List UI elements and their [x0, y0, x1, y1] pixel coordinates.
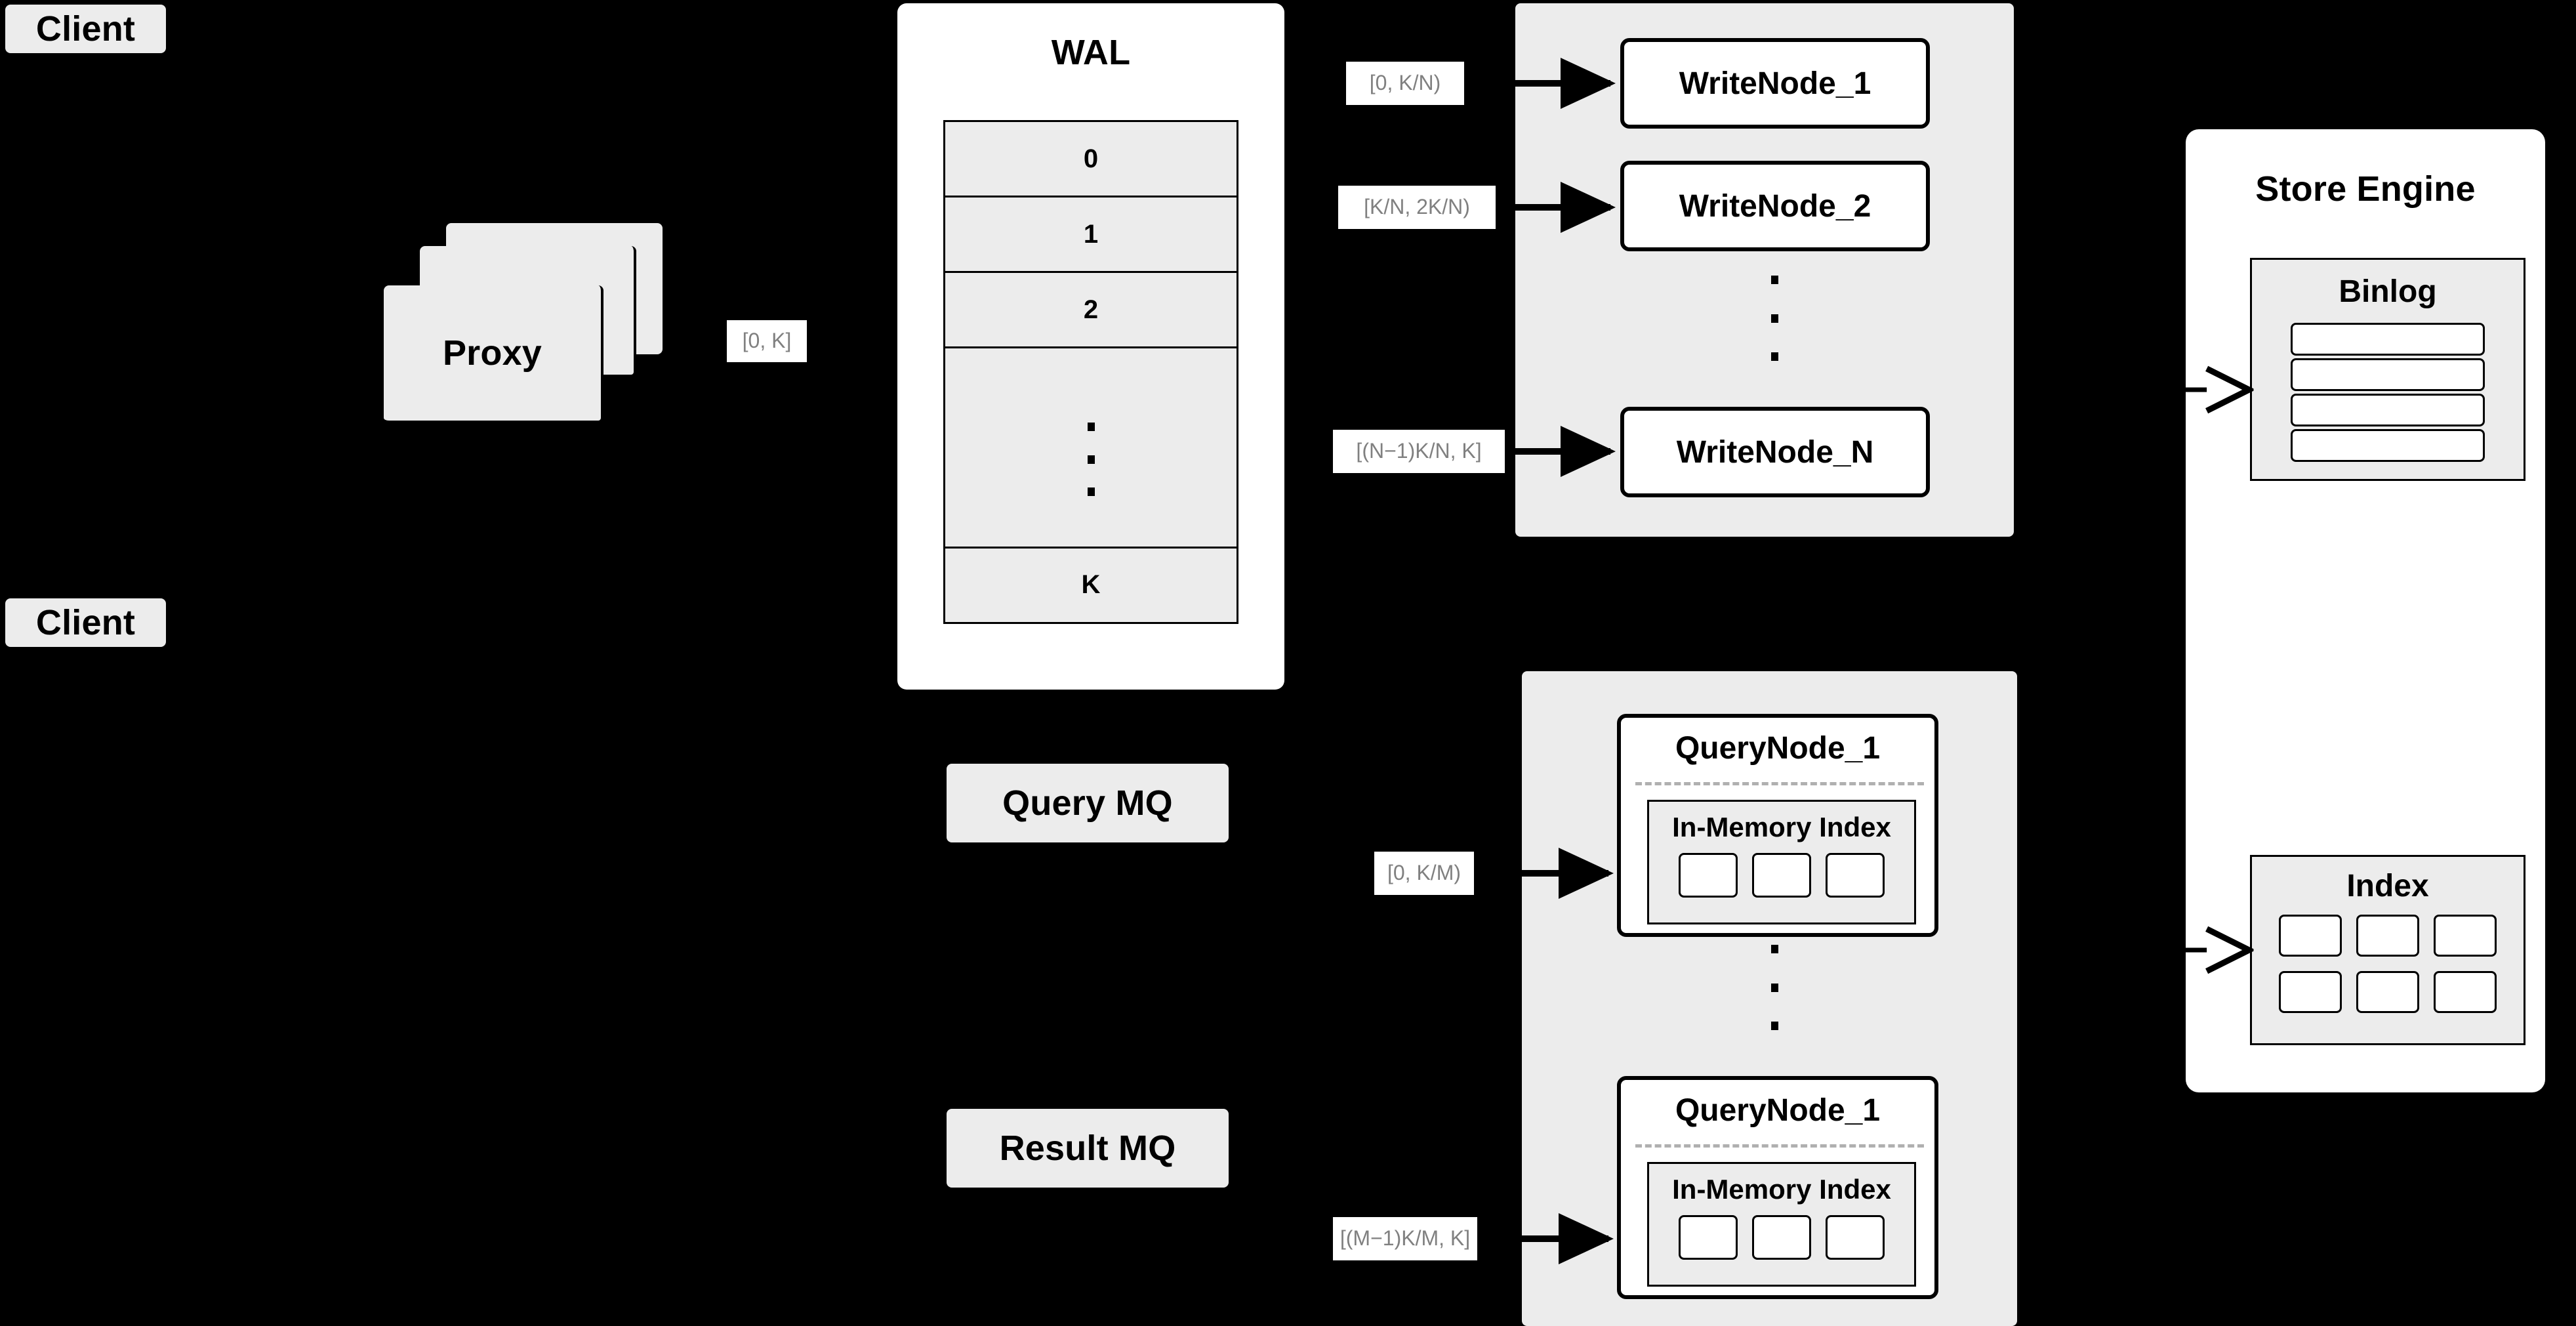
store-index-cell: [2356, 915, 2419, 957]
binlog-entry: [2291, 429, 2485, 462]
in-memory-index-box-m: In-Memory Index: [1647, 1162, 1916, 1287]
store-index-title: Index: [2346, 868, 2429, 903]
index-segment: [1679, 1215, 1738, 1260]
querynode-box-1[interactable]: QueryNode_1 In-Memory Index: [1617, 714, 1938, 937]
wal-vertical-ellipsis: [1088, 423, 1095, 497]
index-segment: [1826, 853, 1885, 898]
store-index-cell: [2279, 971, 2342, 1013]
client-box-1[interactable]: Client: [5, 5, 166, 53]
querynode-label-1: QueryNode_1: [1675, 730, 1881, 766]
binlog-entry: [2291, 358, 2485, 391]
index-segment: [1752, 1215, 1811, 1260]
index-segment: [1826, 1215, 1885, 1260]
binlog-box: Binlog: [2250, 258, 2525, 481]
querynode-label-m: QueryNode_1: [1675, 1092, 1881, 1128]
wal-table: 0 1 2 K: [943, 120, 1238, 624]
edge-label-write-n: [(N−1)K/N, K]: [1333, 430, 1505, 473]
writenode-box-n[interactable]: WriteNode_N: [1620, 407, 1930, 497]
edge-label-write-1: [0, K/N): [1346, 62, 1464, 105]
store-index-cell: [2434, 915, 2497, 957]
store-engine-title: Store Engine: [2255, 169, 2476, 209]
store-index-cell: [2279, 915, 2342, 957]
query-cluster-vertical-ellipsis: [1771, 945, 1778, 1030]
wal-row-ellipsis: [945, 348, 1237, 549]
proxy-label: Proxy: [442, 333, 542, 373]
wal-row-0: 0: [945, 122, 1237, 198]
client-box-2[interactable]: Client: [5, 598, 166, 647]
index-segment: [1752, 853, 1811, 898]
querynode-divider-m: [1635, 1144, 1924, 1148]
binlog-entry: [2291, 394, 2485, 426]
wal-title: WAL: [1051, 33, 1131, 72]
writenode-box-1[interactable]: WriteNode_1: [1620, 38, 1930, 129]
store-index-box: Index: [2250, 855, 2525, 1045]
in-memory-index-label-1: In-Memory Index: [1672, 812, 1891, 842]
query-mq-box[interactable]: Query MQ: [947, 764, 1229, 842]
store-index-cell: [2356, 971, 2419, 1013]
wal-row-2: 2: [945, 273, 1237, 349]
edge-label-query-1: [0, K/M): [1374, 852, 1474, 895]
proxy-box[interactable]: Proxy: [384, 285, 603, 423]
binlog-entry: [2291, 323, 2485, 356]
edge-label-proxy-to-wal: [0, K]: [727, 320, 807, 362]
store-index-cell: [2434, 971, 2497, 1013]
edge-label-query-m: [(M−1)K/M, K]: [1333, 1217, 1477, 1260]
wal-row-1: 1: [945, 197, 1237, 274]
edge-label-write-2: [K/N, 2K/N): [1338, 186, 1496, 229]
in-memory-index-label-m: In-Memory Index: [1672, 1174, 1891, 1205]
binlog-title: Binlog: [2339, 274, 2437, 309]
write-cluster-vertical-ellipsis: [1771, 276, 1778, 361]
wal-row-k: K: [1081, 570, 1101, 600]
client-label-1: Client: [35, 9, 136, 49]
querynode-box-m[interactable]: QueryNode_1 In-Memory Index: [1617, 1076, 1938, 1299]
writenode-box-2[interactable]: WriteNode_2: [1620, 161, 1930, 251]
result-mq-box[interactable]: Result MQ: [947, 1109, 1229, 1188]
client-label-2: Client: [35, 603, 136, 642]
in-memory-index-box-1: In-Memory Index: [1647, 800, 1916, 924]
index-segment: [1679, 853, 1738, 898]
querynode-divider-1: [1635, 782, 1924, 785]
